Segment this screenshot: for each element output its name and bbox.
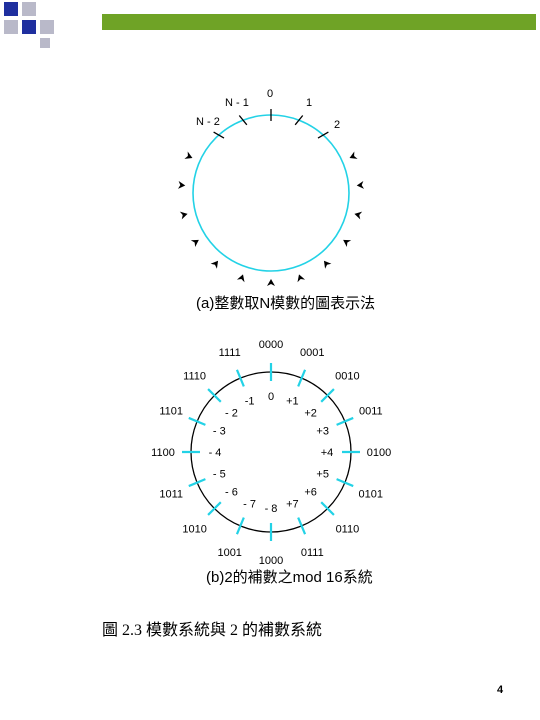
signed-value-label: - 8 — [265, 503, 278, 515]
position-tick — [320, 501, 335, 516]
binary-label: 1000 — [259, 555, 283, 567]
signed-value-label: +1 — [286, 395, 299, 407]
deco-square — [22, 2, 36, 16]
arrowhead-icon — [190, 239, 199, 247]
deco-square — [4, 20, 18, 34]
binary-label: 1001 — [217, 547, 241, 559]
binary-label: 0110 — [336, 523, 360, 535]
arrowhead-icon — [210, 260, 219, 269]
binary-label: 0011 — [359, 406, 383, 418]
position-tick — [297, 369, 307, 387]
signed-value-label: - 4 — [209, 447, 222, 459]
corner-decoration — [4, 2, 54, 48]
binary-label: 1010 — [182, 523, 206, 535]
binary-label: 0111 — [301, 547, 324, 559]
signed-value-label: - 7 — [243, 499, 256, 511]
position-tick — [336, 478, 354, 488]
signed-value-label: +6 — [304, 487, 317, 499]
circle-tick — [294, 115, 304, 126]
signed-value-label: - 5 — [213, 468, 226, 480]
deco-square — [40, 20, 54, 34]
signed-value-label: -1 — [245, 395, 255, 407]
circle-tick — [238, 115, 248, 126]
signed-value-label: - 3 — [213, 426, 226, 438]
binary-label: 1100 — [151, 447, 175, 459]
modulo-circle-diagram: N - 1 0 1 N - 2 2 — [177, 88, 365, 286]
binary-label: 0101 — [359, 488, 383, 500]
arrowhead-icon — [356, 180, 365, 189]
arrowhead-icon — [343, 239, 352, 247]
label-n-minus-2: N - 2 — [196, 116, 220, 128]
binary-label: 0001 — [300, 347, 324, 359]
modulo-circle — [192, 114, 350, 272]
label-n-minus-1: N - 1 — [225, 97, 249, 109]
position-tick — [235, 369, 245, 387]
binary-label: 1110 — [183, 371, 206, 383]
deco-square — [4, 2, 18, 16]
signed-value-label: +4 — [321, 447, 334, 459]
deco-square — [22, 20, 36, 34]
label-zero: 0 — [267, 88, 273, 100]
figure-caption: 圖 2.3 模數系統與 2 的補數系統 — [102, 622, 323, 639]
binary-label: 1111 — [219, 347, 241, 359]
arrowhead-icon — [184, 151, 193, 159]
position-tick — [188, 416, 206, 426]
arrowhead-icon — [323, 260, 332, 269]
arrowhead-icon — [297, 274, 306, 283]
position-tick — [207, 501, 222, 516]
caption-a: (a)整數取N模數的圖表示法 — [196, 295, 376, 312]
position-tick — [235, 517, 245, 535]
signed-value-label: - 2 — [225, 407, 238, 419]
arrowhead-icon — [349, 151, 358, 159]
signed-value-label: +3 — [316, 426, 329, 438]
binary-label: 0000 — [259, 339, 283, 351]
circle-tick — [317, 131, 329, 139]
signed-value-label: +2 — [304, 407, 317, 419]
binary-label: 1101 — [159, 406, 183, 418]
binary-label: 0100 — [367, 447, 391, 459]
arrowhead-icon — [236, 274, 245, 283]
arrowhead-icon — [179, 211, 188, 220]
page-number: 4 — [497, 684, 504, 696]
binary-label: 0010 — [335, 371, 359, 383]
binary-label: 1011 — [159, 488, 183, 500]
deco-square — [40, 38, 50, 48]
position-tick — [207, 388, 222, 403]
arrowhead-icon — [354, 211, 363, 220]
position-tick — [297, 517, 307, 535]
arrowhead-icon — [177, 180, 186, 189]
signed-value-label: +5 — [316, 468, 329, 480]
position-tick — [320, 388, 335, 403]
signed-value-label: - 6 — [225, 487, 238, 499]
header-bar — [102, 14, 536, 30]
caption-b: (b)2的補數之mod 16系統 — [206, 569, 373, 586]
position-tick — [336, 416, 354, 426]
position-tick — [188, 478, 206, 488]
label-two: 2 — [334, 119, 340, 131]
signed-value-label: +7 — [286, 499, 299, 511]
arrowhead-icon — [267, 279, 275, 286]
circle-tick — [213, 131, 225, 139]
signed-value-label: 0 — [268, 391, 274, 403]
label-one: 1 — [306, 97, 312, 109]
